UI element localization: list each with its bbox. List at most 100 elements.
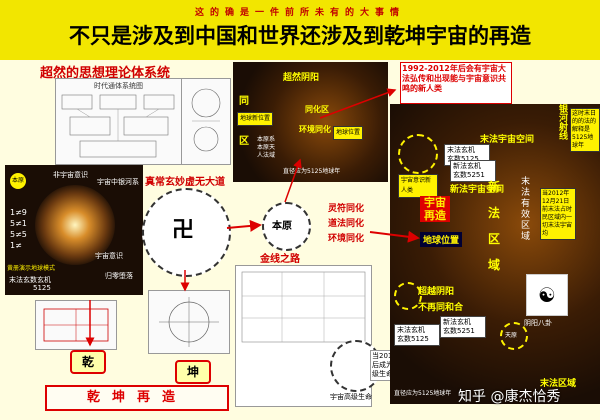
silver-line-label: 银河射线 bbox=[557, 104, 567, 140]
golden-path-label: 金线之路 bbox=[260, 254, 300, 265]
chunk-c: 末法玄机 玄数5125 bbox=[394, 324, 440, 346]
era-chart-caption: 时代通体系统图 bbox=[94, 82, 143, 90]
right-bottom-note: 当2012年12月21日前末法占时民区域内一切末法宇宙均 bbox=[540, 188, 576, 240]
galaxy-number: 1≠9 bbox=[10, 208, 27, 217]
chaoran2-circle bbox=[394, 282, 422, 310]
chunk-d-title: 新法玄机 bbox=[443, 318, 471, 326]
yellow-sheet-label: 黄册演示地球模式 bbox=[7, 265, 56, 272]
sub-item: 人法域 bbox=[257, 152, 276, 159]
lower-sketch-panel-a bbox=[35, 300, 117, 350]
chunk-a-title: 末法玄机 bbox=[447, 146, 475, 154]
header-subtitle: 这的确是一件前所未有的大事情 bbox=[194, 8, 405, 18]
arrow-to-earth bbox=[369, 230, 420, 243]
tonghua-item: 灵符同化 bbox=[328, 204, 365, 214]
non-universe-label: 非宇宙意识 bbox=[53, 171, 88, 179]
header-title: 不只是涉及到中国和世界还涉及到乾坤宇宙的再造 bbox=[69, 24, 531, 48]
benyuan-circle bbox=[262, 202, 311, 251]
tonghua-item: 环境同化 bbox=[328, 234, 365, 244]
qiankun-rebuild-banner: 乾坤再造 bbox=[45, 385, 229, 411]
right-space-panel: 宇宙意识新人类 宇宙再造 末法宇宙空间 新法宇宙空间 末法玄机 玄数5125 新… bbox=[390, 104, 600, 404]
chaoran2-label: 超越阴阳 bbox=[418, 287, 455, 297]
chunk-c-title: 末法玄机 bbox=[397, 326, 425, 334]
end-region-label: 末法区域 bbox=[540, 379, 577, 389]
end-space-label: 末法宇宙空间 bbox=[480, 135, 535, 145]
chunk-a-value: 玄数5125 bbox=[447, 155, 479, 163]
tianyuan-circle bbox=[500, 322, 528, 350]
chunk-d: 新法玄机 玄数5251 bbox=[440, 316, 486, 338]
new-human-label: 宇宙意识新人类 bbox=[398, 174, 438, 198]
top-bottom-note: 直径应为5125地球年 bbox=[283, 168, 341, 175]
header-band bbox=[0, 0, 600, 60]
dao-circle bbox=[142, 188, 231, 277]
galaxy-number: 5≠1 bbox=[10, 219, 27, 228]
side-mini-panel bbox=[181, 78, 231, 165]
new-space-label: 新法宇宙空间 bbox=[450, 185, 505, 195]
lower-sketch-panel-b bbox=[148, 290, 230, 354]
watermark: 知乎 @康杰恰秀 bbox=[458, 389, 561, 405]
yinyang-bagua-label: 阴阳八卦 bbox=[524, 319, 552, 327]
chaoran-label: 超然阴阳 bbox=[283, 73, 320, 83]
advanced-life-label: 宇宙高级生命 bbox=[330, 393, 372, 401]
right-bottom-zhijing: 直径应为5125地球年 bbox=[394, 390, 452, 397]
tonghua-list: 灵符同化 道法同化 环境同化 bbox=[328, 202, 364, 247]
qian-badge: 乾 bbox=[70, 350, 106, 374]
earth-position-label: 地球位置 bbox=[420, 232, 463, 247]
earth-new-position: 地球新位置 bbox=[237, 112, 274, 126]
sub-item: 本原天 bbox=[257, 144, 276, 151]
yinyang-bagua-icon: ☯ bbox=[526, 274, 568, 316]
lower-sketch-a bbox=[43, 308, 109, 342]
universe-cells-label: 末法玄数玄机 bbox=[9, 276, 51, 284]
sub-item: 本原系 bbox=[257, 136, 276, 143]
benyuan-badge: 本原 bbox=[10, 173, 26, 189]
new-region-char: 域 bbox=[488, 258, 501, 272]
era-chart-panel: 时代通体系统图 bbox=[55, 78, 182, 165]
chunk-c-value: 玄数5125 bbox=[397, 335, 429, 343]
col-label: 区 bbox=[239, 136, 249, 147]
universe-cells-value: 5125 bbox=[33, 284, 51, 292]
tianyuan-label: 天原 bbox=[505, 332, 518, 339]
bu-tong-label: 不再同和合 bbox=[418, 303, 464, 313]
system-title: 超然的思想理论体系统 bbox=[40, 66, 171, 81]
new-human-circle bbox=[398, 134, 438, 174]
tonghua-item: 道法同化 bbox=[328, 219, 365, 229]
chunk-b-title: 新法玄机 bbox=[453, 162, 481, 170]
new-region-char: 区 bbox=[488, 232, 501, 246]
side-mini-sketch bbox=[191, 88, 221, 152]
galaxy-number: 1≠ bbox=[10, 241, 22, 250]
chunk-d-value: 玄数5251 bbox=[443, 327, 475, 335]
chunk-b-value: 玄数5251 bbox=[453, 171, 485, 179]
period-text-box: 1992-2012年后会有宇宙大法弘传和出现能与宇宙意识共鸣的新人类 bbox=[400, 62, 512, 104]
new-region-char: 新 bbox=[488, 180, 501, 194]
top-space-panel: 超然阴阳 同 化 区 同化区 环境同化 地球新位置 地球位置 本原系 本原天 人… bbox=[233, 62, 388, 182]
chunk-b: 新法玄机 玄数5251 bbox=[450, 160, 496, 182]
lower-center-sketch bbox=[241, 271, 366, 343]
rebuild-label: 宇宙再造 bbox=[420, 196, 450, 222]
right-side-note: 这时末日的的法的解释是5125地球年 bbox=[570, 108, 600, 152]
tonghua-label: 同化区 bbox=[305, 105, 329, 114]
arrow-up bbox=[284, 158, 302, 203]
earth-position-tag: 地球位置 bbox=[333, 126, 364, 140]
new-region-vertical: 新 法 区 域 bbox=[488, 174, 500, 278]
kun-badge: 坤 bbox=[175, 360, 211, 384]
new-region-char: 法 bbox=[488, 206, 501, 220]
universe-aware-label: 宇宙意识 bbox=[95, 252, 123, 260]
arrow-dao-to-benyuan bbox=[226, 219, 262, 232]
end-region-vertical: 末法有效区域 bbox=[519, 176, 529, 242]
col-label: 同 bbox=[239, 96, 249, 107]
galaxy-number-list: 1≠9 5≠1 5≠5 1≠ bbox=[10, 207, 27, 251]
galaxy-panel: 非宇宙意识 宇宙中银河系 本原 1≠9 5≠1 5≠5 1≠ 宇宙意识 黄册演示… bbox=[5, 165, 143, 295]
dao-title: 真常玄妙虚无大道 bbox=[145, 177, 225, 188]
galaxy-image bbox=[35, 185, 115, 265]
env-tonghua-label: 环境同化 bbox=[299, 125, 331, 134]
swastika-icon: 卍 bbox=[172, 218, 195, 243]
era-chart-sketch bbox=[61, 94, 175, 158]
zero-fall-label: 归零堕落 bbox=[105, 272, 133, 280]
benyuan-label: 本原 bbox=[272, 221, 292, 232]
sub-item-list: 本原系 本原天 人法域 bbox=[257, 136, 275, 160]
lower-sketch-b bbox=[159, 297, 219, 347]
galaxy-number: 5≠5 bbox=[10, 230, 27, 239]
arrow-to-period bbox=[319, 88, 397, 119]
universe-center-label: 宇宙中银河系 bbox=[97, 178, 139, 186]
